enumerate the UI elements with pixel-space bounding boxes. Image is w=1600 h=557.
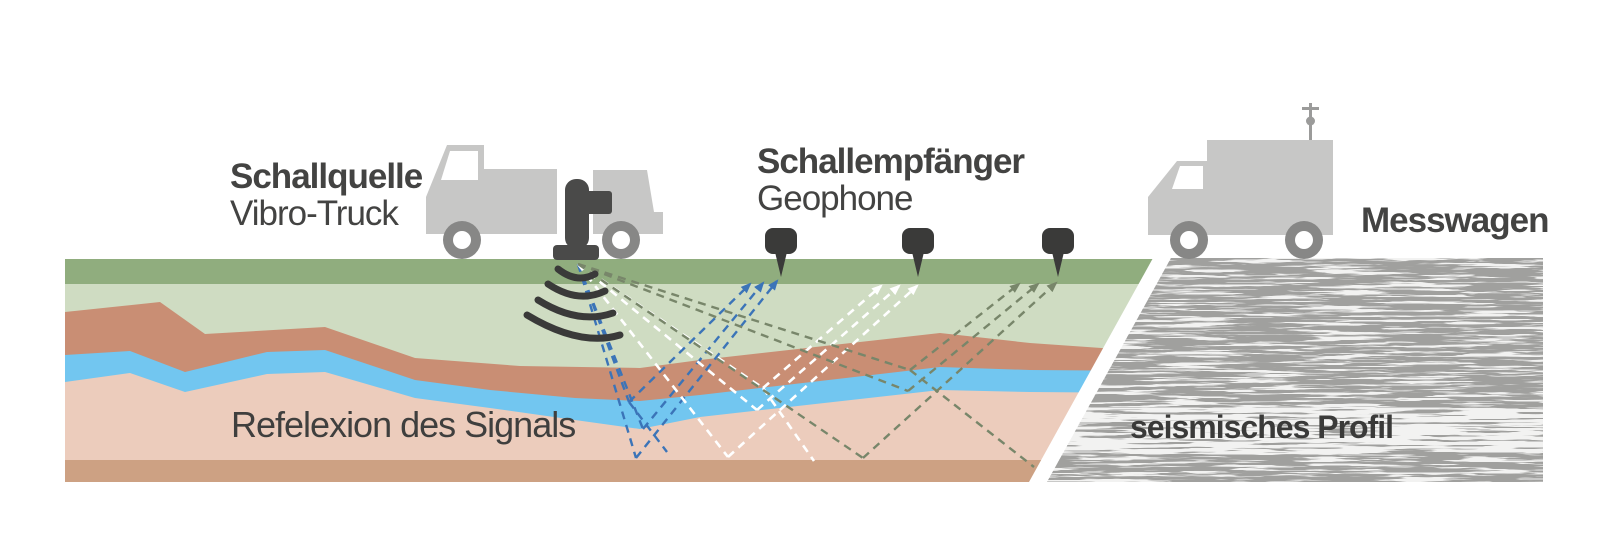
- ray-segment: [577, 263, 864, 459]
- ray-segment: [577, 262, 764, 390]
- wheel-hub: [612, 231, 630, 249]
- seismic-profile-texture: [1047, 258, 1543, 482]
- geophone-spike: [775, 252, 787, 277]
- ray-group-olive: [577, 262, 1058, 468]
- messwagen-icon: [1148, 103, 1333, 259]
- cab-window: [441, 151, 478, 180]
- vibrator-arm: [585, 191, 612, 214]
- wheel-hub: [1295, 231, 1313, 249]
- sound-wave-arc: [554, 265, 599, 282]
- ray-segment: [756, 284, 901, 411]
- source-title: Schallquelle: [230, 157, 423, 196]
- sound-wave-icon: [523, 265, 624, 342]
- ray-segment: [577, 262, 909, 393]
- reflection-label: Refelexion des Signals: [231, 404, 576, 445]
- receiver-title: Schallempfänger: [757, 142, 1025, 181]
- seismic-profile-label: seismisches Profil: [1130, 409, 1394, 445]
- source-subtitle: Vibro-Truck: [230, 194, 399, 233]
- geophone-body: [1042, 228, 1074, 254]
- ray-segment: [907, 282, 1040, 392]
- ray-segment: [628, 282, 752, 403]
- receiver-subtitle: Geophone: [757, 179, 913, 218]
- geophone-body: [765, 228, 797, 254]
- ray-segment: [576, 263, 631, 403]
- ray-segment: [576, 263, 730, 458]
- truck-body: [426, 145, 557, 234]
- geophone-spike: [912, 252, 924, 277]
- ray-segment: [727, 284, 919, 458]
- ray-segment: [577, 262, 911, 372]
- vibro-truck-icon: [426, 145, 663, 260]
- truck-body: [1148, 140, 1333, 235]
- sound-wave-arc: [534, 296, 617, 321]
- ray-segment: [909, 369, 1035, 468]
- wheel-hub: [1180, 231, 1198, 249]
- vibrator-mast: [565, 179, 589, 249]
- sound-wave-arc: [544, 280, 609, 300]
- antenna-crossbar: [1302, 107, 1319, 110]
- recorder-label: Messwagen: [1361, 201, 1549, 240]
- ray-segment: [909, 282, 1021, 371]
- geophone-body: [902, 228, 934, 254]
- wheel-hub: [453, 231, 471, 249]
- receiver-label: Schallempfänger Geophone: [757, 142, 1025, 218]
- noise-layer-dense-bottom: [1047, 454, 1543, 482]
- ray-segment: [635, 279, 779, 459]
- source-label: Schallquelle Vibro-Truck: [230, 157, 423, 233]
- truck-body-rear: [593, 170, 663, 234]
- vibrator-plate: [553, 245, 599, 260]
- noise-layer-dense-top: [1047, 258, 1543, 400]
- geophone-icon: [765, 228, 797, 277]
- recorder-title: Messwagen: [1361, 201, 1549, 240]
- ray-segment: [762, 284, 883, 389]
- ray-segment: [577, 262, 758, 412]
- geophone-spike: [1052, 252, 1064, 277]
- geophone-icon: [902, 228, 934, 277]
- ray-group-white: [576, 262, 919, 462]
- ray-segment: [862, 281, 1058, 459]
- ray-segment: [576, 263, 645, 430]
- ray-segment: [642, 281, 765, 430]
- cab-window: [1172, 166, 1203, 189]
- antenna-ball: [1306, 116, 1315, 126]
- ray-segment: [761, 387, 816, 462]
- seismic-rays: [576, 262, 1058, 468]
- sound-wave-arc: [523, 311, 624, 342]
- seismic-profile-gap: [1029, 258, 1172, 482]
- geophone-icon: [1042, 228, 1074, 277]
- ray-segment: [628, 401, 668, 453]
